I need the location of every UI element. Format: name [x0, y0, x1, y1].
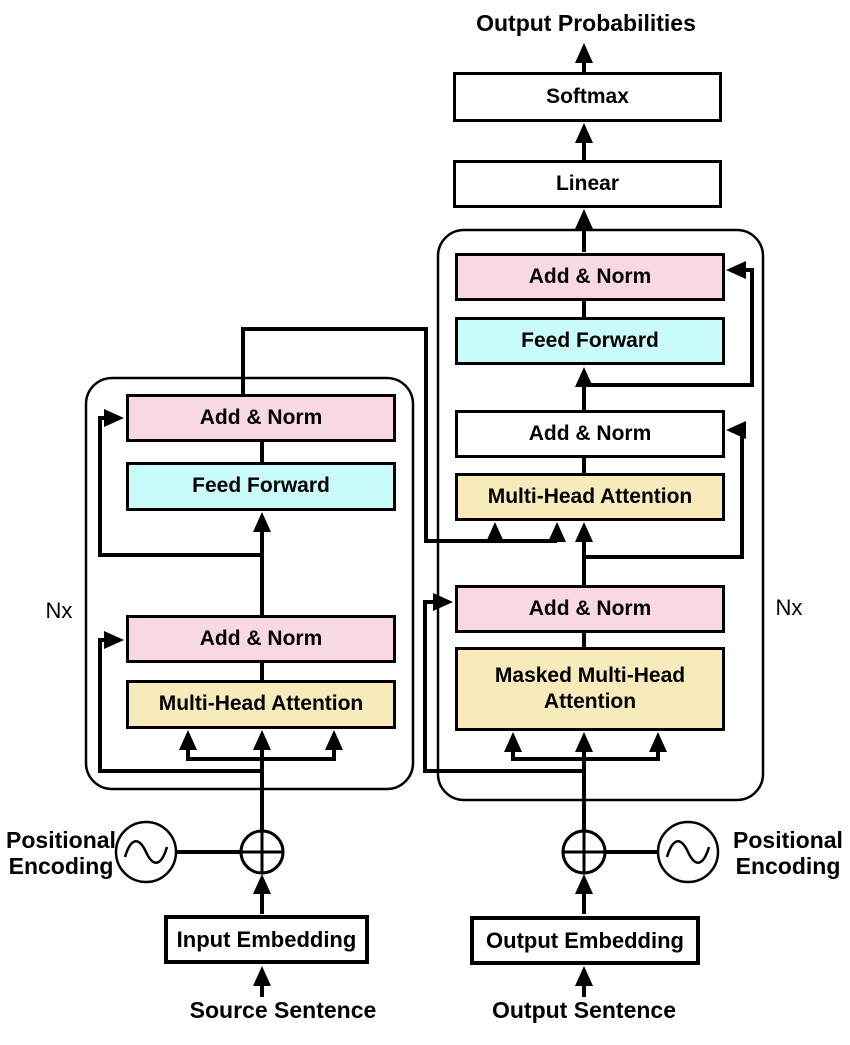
positional-encoding-icon-left	[114, 820, 178, 884]
encoder-add-norm-top-box: Add & Norm	[126, 394, 396, 442]
decoder-nx-label: Nx	[775, 595, 803, 620]
decoder-multi-head-attention-box: Multi-Head Attention	[455, 473, 725, 521]
softmax-box: Softmax	[453, 72, 722, 122]
decoder-wires	[423, 43, 754, 997]
output-probabilities-label: Output Probabilities	[476, 10, 696, 36]
encoder-container	[84, 376, 415, 791]
decoder-container	[436, 228, 765, 802]
input-embedding-box: Input Embedding	[164, 915, 369, 964]
source-sentence-label: Source Sentence	[189, 997, 377, 1023]
decoder-add-norm-top-box: Add & Norm	[455, 253, 725, 301]
decoder-masked-multi-head-attention-box: Masked Multi-Head Attention	[455, 647, 725, 731]
encoder-multi-head-attention-box: Multi-Head Attention	[126, 680, 396, 729]
encoder-add-norm-bottom-box: Add & Norm	[126, 615, 396, 663]
output-embedding-box: Output Embedding	[470, 916, 700, 965]
add-icon-left	[239, 829, 285, 875]
positional-encoding-label-left: Positional Encoding	[6, 827, 116, 879]
add-icon-right	[561, 829, 607, 875]
decoder-add-norm-mid-box: Add & Norm	[455, 410, 725, 458]
encoder-feed-forward-box: Feed Forward	[126, 462, 396, 511]
linear-box: Linear	[453, 160, 722, 208]
decoder-add-norm-bottom-box: Add & Norm	[455, 585, 725, 633]
positional-encoding-label-right: Positional Encoding	[733, 827, 843, 879]
positional-encoding-icon-right	[656, 820, 720, 884]
decoder-feed-forward-box: Feed Forward	[455, 317, 725, 365]
encoder-nx-label: Nx	[45, 598, 73, 623]
output-sentence-label: Output Sentence	[491, 997, 676, 1023]
encoder-wires	[98, 327, 566, 997]
